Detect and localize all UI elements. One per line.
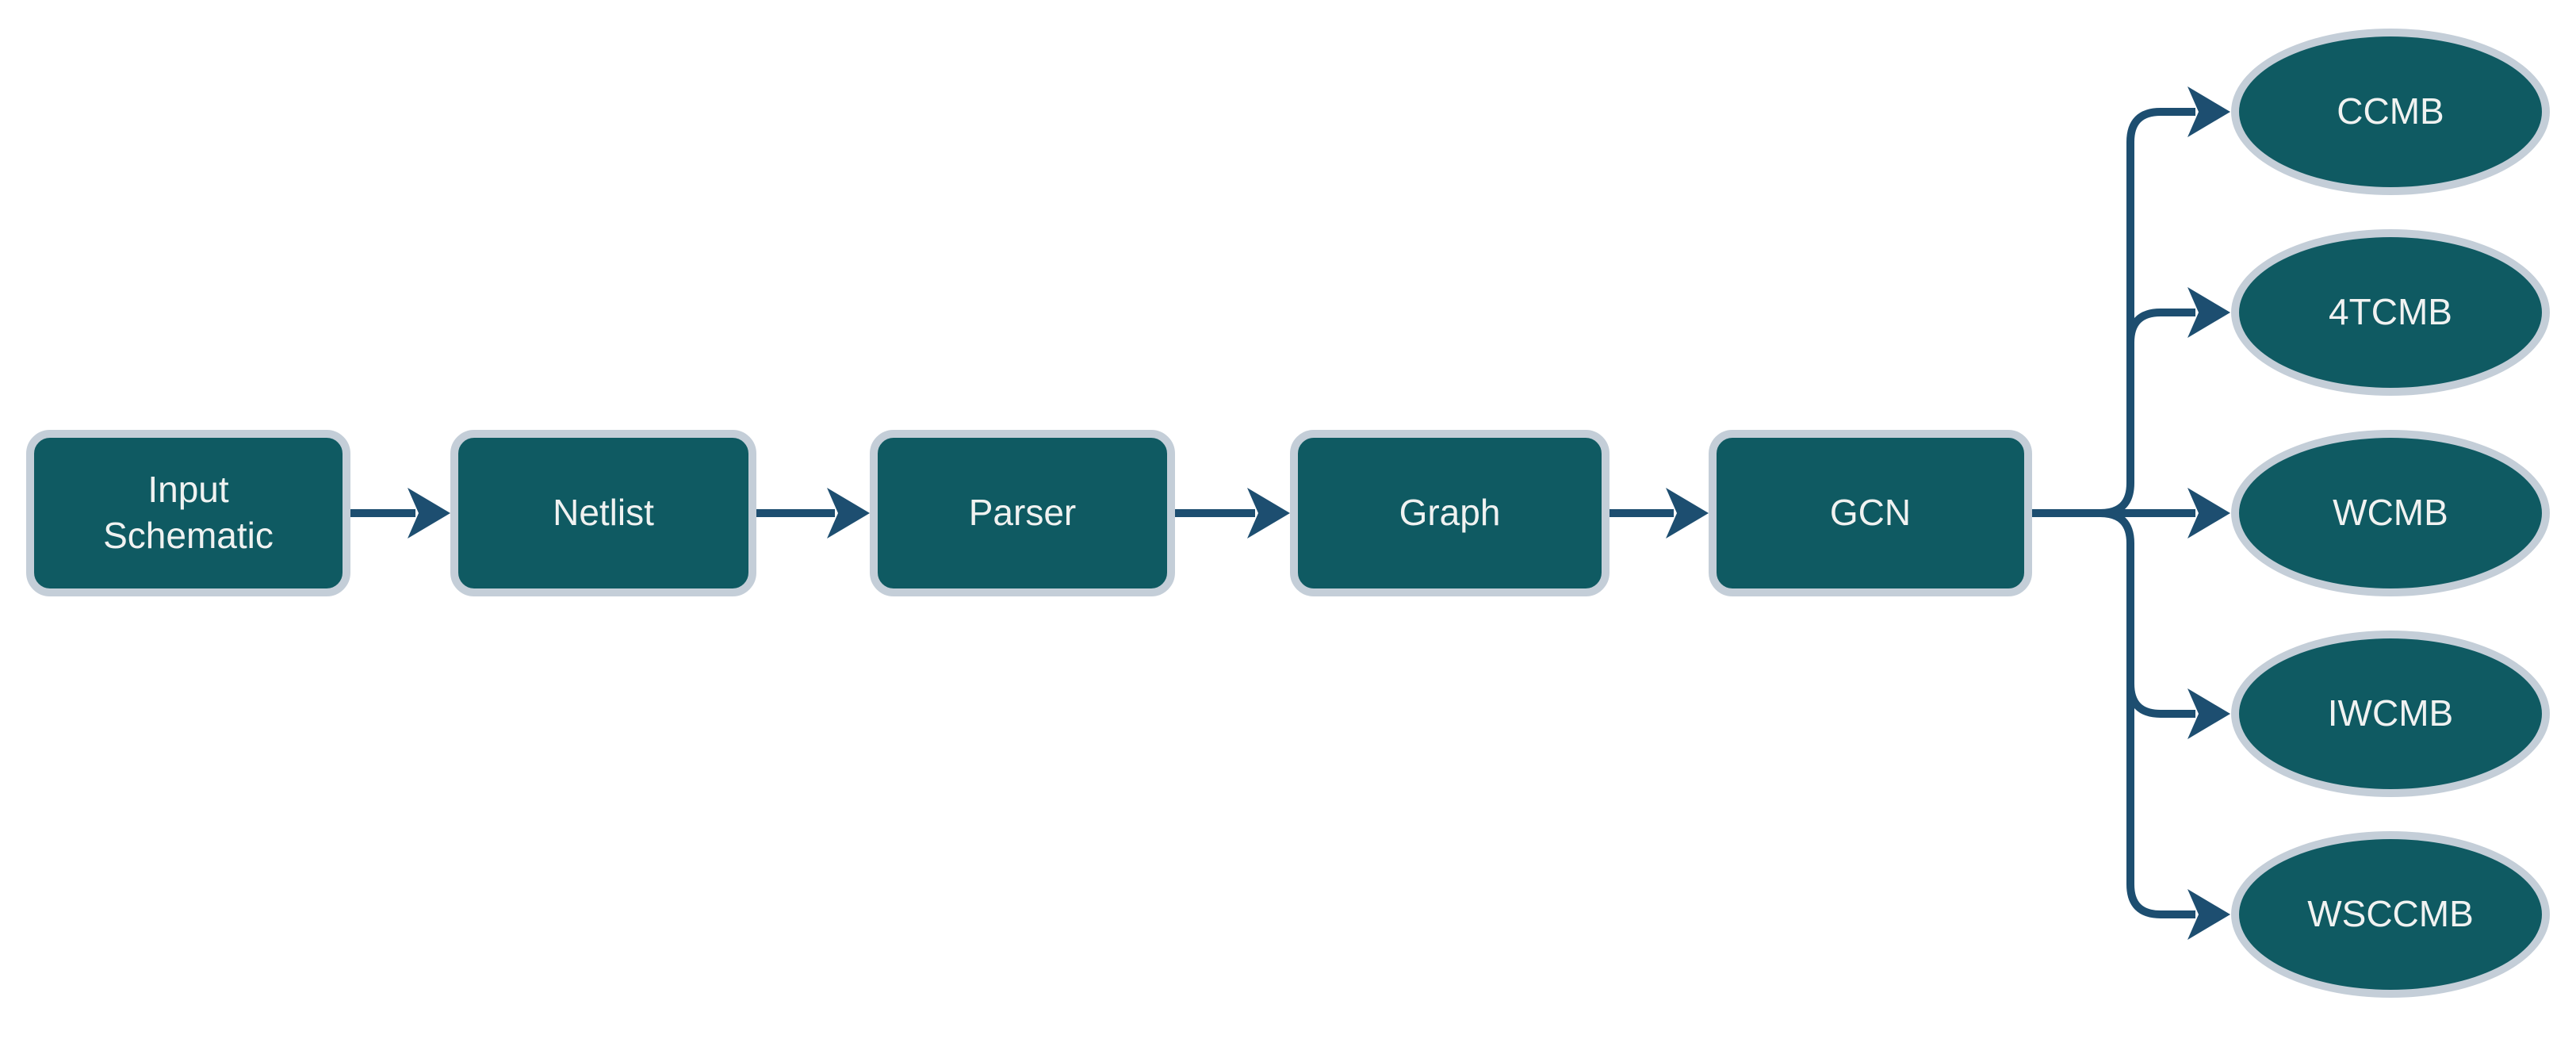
node-gcn: GCN <box>1709 430 2032 596</box>
node-ccmb: CCMB <box>2231 29 2550 195</box>
edge-gcn-iwcmb <box>2126 683 2195 718</box>
node-input-schematic: Input Schematic <box>26 430 350 596</box>
edge-gcn-ccmb <box>2099 108 2195 517</box>
node-label: Graph <box>1399 492 1501 534</box>
arrowhead-netlist <box>408 488 450 539</box>
node-label: Input Schematic <box>103 467 274 559</box>
arrowhead-wsccmb <box>2187 889 2230 940</box>
node-label: IWCMB <box>2327 692 2454 734</box>
node-parser: Parser <box>870 430 1175 596</box>
arrowhead-parser <box>827 488 870 539</box>
arrowhead-wcmb <box>2187 488 2230 539</box>
node-iwcmb: IWCMB <box>2231 631 2550 797</box>
node-label: 4TCMB <box>2329 291 2452 333</box>
node-label: GCN <box>1829 492 1912 534</box>
node-label: CCMB <box>2337 90 2444 132</box>
node-graph: Graph <box>1290 430 1610 596</box>
node-4tcmb: 4TCMB <box>2231 229 2550 396</box>
node-label: Netlist <box>553 492 654 534</box>
arrowhead-ccmb <box>2187 86 2230 137</box>
node-wcmb: WCMB <box>2231 430 2550 596</box>
edge-gcn-4tcmb <box>2126 309 2195 343</box>
arrowhead-graph <box>1247 488 1290 539</box>
node-label-line-2: Schematic <box>103 515 274 556</box>
arrowhead-gcn <box>1666 488 1709 539</box>
edge-gcn-wsccmb <box>2099 509 2195 918</box>
node-label: Parser <box>968 492 1077 534</box>
node-wsccmb: WSCCMB <box>2231 831 2550 998</box>
arrowhead-iwcmb <box>2187 688 2230 739</box>
node-label: WSCCMB <box>2307 893 2474 935</box>
node-label-line-1: Input <box>147 469 229 511</box>
arrowhead-4tcmb <box>2187 287 2230 338</box>
node-netlist: Netlist <box>450 430 756 596</box>
node-label: WCMB <box>2333 492 2448 534</box>
